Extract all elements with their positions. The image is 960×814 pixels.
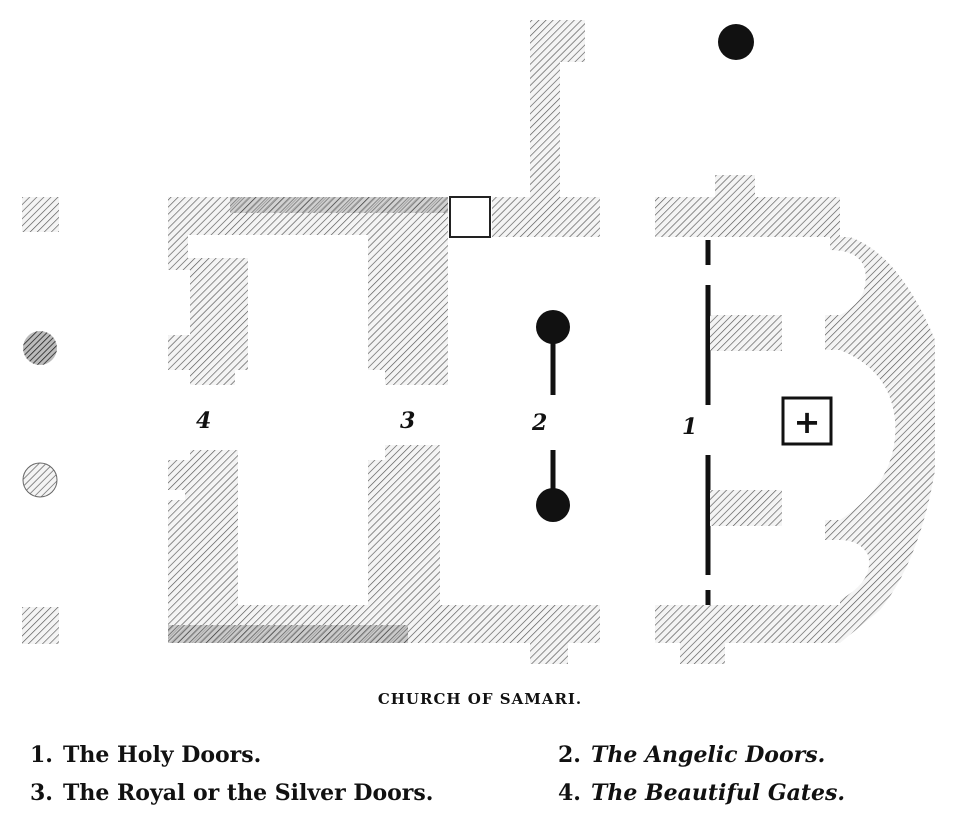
wall-opening-frame: [449, 196, 491, 238]
legend-label-2: The Angelic Doors.: [590, 742, 826, 768]
legend-item-4: 4. The Beautiful Gates.: [558, 780, 845, 806]
column-angelic-lower: [536, 488, 570, 522]
pier-gate-3-lower: [368, 445, 440, 610]
altar-cross-icon: +: [794, 403, 821, 441]
column-left-lower: [22, 462, 58, 498]
wall-sanctuary-bottom: [655, 605, 840, 643]
pier-bottom-left: [22, 607, 59, 644]
legend-label-3: The Royal or the Silver Doors.: [62, 780, 434, 806]
pier-top-left: [22, 197, 59, 232]
wall-sanctuary-top-step: [715, 175, 755, 199]
wall-sanctuary-top: [655, 197, 840, 237]
pier-gate-4-lower: [168, 450, 238, 610]
legend-item-2: 2. The Angelic Doors.: [558, 742, 825, 768]
door-number-4: 4: [196, 408, 211, 434]
legend-number-3: 3.: [30, 780, 53, 806]
chapel-partition-lower: [710, 490, 782, 526]
wall-top-narthex-dark: [230, 197, 448, 213]
column-left-upper: [23, 331, 57, 365]
plan-caption: CHURCH OF SAMARI.: [377, 690, 583, 708]
legend-item-3: 3. The Royal or the Silver Doors.: [30, 780, 433, 806]
door-number-1: 1: [682, 414, 697, 440]
wall-top-nave: [492, 197, 600, 237]
wall-bottom-dark: [168, 625, 408, 643]
altar: [781, 396, 833, 446]
legend-label-4: The Beautiful Gates.: [590, 780, 846, 806]
legend-number-4: 4.: [558, 780, 581, 806]
pier-gate-3-upper: [368, 235, 448, 385]
wall-tower: [530, 20, 585, 197]
wall-bottom-buttress: [530, 640, 568, 664]
chapel-partition-upper: [710, 315, 782, 351]
door-number-2: 2: [531, 410, 547, 436]
legend-item-1: 1. The Holy Doors.: [30, 742, 261, 768]
wall-sanctuary-bottom-step: [680, 640, 725, 664]
church-floor-plan: + 4 3 2 1: [22, 20, 935, 664]
door-number-3: 3: [400, 408, 415, 434]
apse-wall: [825, 237, 935, 643]
column-top-right: [718, 24, 754, 60]
legend-number-1: 1.: [30, 742, 53, 768]
legend-label-1: The Holy Doors.: [62, 742, 262, 768]
column-angelic-upper: [536, 310, 570, 344]
legend-number-2: 2.: [558, 742, 581, 768]
pier-gate-4-upper: [168, 235, 248, 385]
